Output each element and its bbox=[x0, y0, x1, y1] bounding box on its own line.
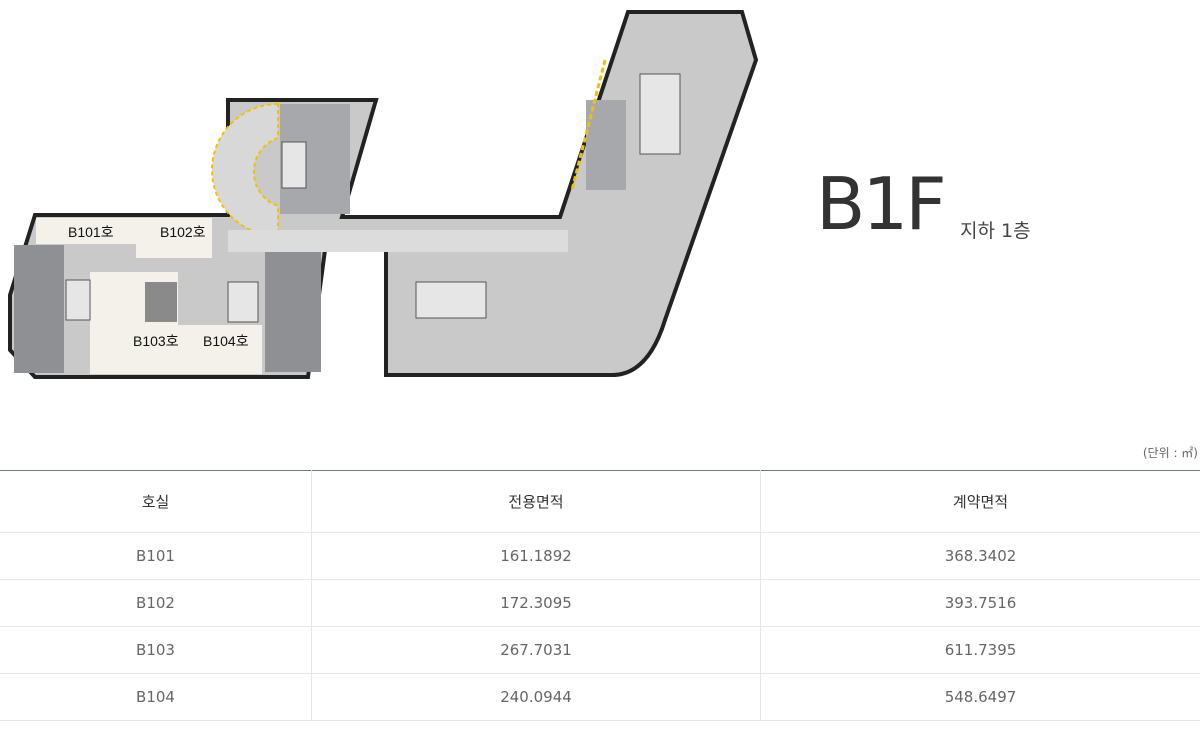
cell-room: B104 bbox=[0, 673, 312, 721]
corridor bbox=[228, 230, 568, 252]
cell-contract-area: 393.7516 bbox=[760, 579, 1200, 627]
area-table: 호실 전용면적 계약면적 B101 161.1892 368.3402 B102… bbox=[0, 470, 1200, 721]
room-label-b102: B102호 bbox=[160, 224, 206, 240]
cell-exclusive-area: 161.1892 bbox=[311, 532, 761, 580]
restroom bbox=[281, 141, 307, 189]
floor-title: B1F bbox=[816, 162, 947, 246]
cell-room: B103 bbox=[0, 626, 312, 674]
cell-room: B101 bbox=[0, 532, 312, 580]
room-label-b104: B104호 bbox=[203, 333, 249, 349]
header-contract-area: 계약면적 bbox=[760, 470, 1200, 533]
table-row: B102 172.3095 393.7516 bbox=[0, 579, 1200, 627]
cell-exclusive-area: 172.3095 bbox=[311, 579, 761, 627]
table-row: B104 240.0944 548.6497 bbox=[0, 673, 1200, 721]
core-area bbox=[265, 250, 321, 372]
table-header-row: 호실 전용면적 계약면적 bbox=[0, 470, 1200, 533]
unit-b104 bbox=[178, 325, 262, 374]
unit-b102 bbox=[136, 218, 212, 258]
ramp-stripe bbox=[570, 59, 607, 191]
core-area bbox=[14, 245, 64, 373]
floor-subtitle: 지하 1층 bbox=[960, 220, 1031, 242]
cell-contract-area: 611.7395 bbox=[760, 626, 1200, 674]
ramp bbox=[211, 102, 279, 238]
core-area bbox=[586, 100, 626, 190]
restroom bbox=[145, 282, 177, 322]
floor-outline bbox=[8, 10, 759, 379]
restroom bbox=[639, 73, 681, 155]
room-label-b103: B103호 bbox=[133, 333, 179, 349]
table-row: B101 161.1892 368.3402 bbox=[0, 532, 1200, 580]
cell-contract-area: 368.3402 bbox=[760, 532, 1200, 580]
floor-plan: B101호 B102호 B103호 B104호 bbox=[8, 10, 759, 379]
restroom bbox=[227, 281, 259, 323]
header-exclusive-area: 전용면적 bbox=[311, 470, 761, 533]
restroom bbox=[65, 279, 91, 321]
restroom bbox=[415, 281, 487, 319]
cell-contract-area: 548.6497 bbox=[760, 673, 1200, 721]
table-row: B103 267.7031 611.7395 bbox=[0, 626, 1200, 674]
cell-exclusive-area: 267.7031 bbox=[311, 626, 761, 674]
unit-note: (단위 : ㎡) bbox=[1142, 446, 1198, 460]
cell-room: B102 bbox=[0, 579, 312, 627]
header-room: 호실 bbox=[0, 470, 312, 533]
room-label-b101: B101호 bbox=[68, 224, 114, 240]
cell-exclusive-area: 240.0944 bbox=[311, 673, 761, 721]
unit-b101 bbox=[36, 218, 136, 244]
